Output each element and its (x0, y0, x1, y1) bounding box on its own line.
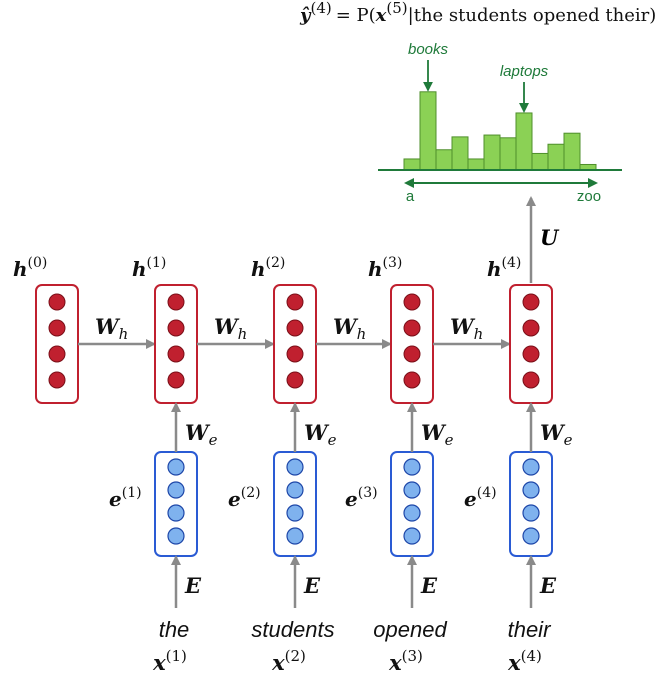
hidden-unit (167, 345, 185, 363)
title-x-symbol: x (375, 5, 387, 26)
title-x-superscript: (5) (386, 0, 407, 17)
hidden-state-label: h(4) (487, 255, 521, 281)
histogram-bar (451, 136, 469, 171)
histogram-annotation-label: books (408, 41, 449, 58)
input-word: opened (373, 617, 447, 642)
input-token-label: x(3) (388, 647, 423, 675)
embedding-unit (167, 504, 185, 522)
vocab-axis-end-label: zoo (577, 188, 601, 205)
hidden-unit (286, 319, 304, 337)
embedding-label: e(4) (464, 485, 497, 511)
embedding-unit (403, 458, 421, 476)
hidden-unit (522, 371, 540, 389)
embedding-unit (286, 504, 304, 522)
hidden-state-label: h(2) (251, 255, 285, 281)
embedding-matrix-label: E (184, 573, 202, 598)
embedding-unit (167, 481, 185, 499)
hidden-unit (403, 319, 421, 337)
vocabulary-histogram: books laptops (403, 41, 597, 171)
hidden-unit (522, 293, 540, 311)
hidden-state-label: h(3) (368, 255, 402, 281)
hidden-unit (48, 293, 66, 311)
input-token-label: x(4) (507, 647, 542, 675)
hidden-unit (167, 371, 185, 389)
histogram-bar (483, 134, 501, 171)
hidden-unit (167, 319, 185, 337)
recurrent-weight-label: Wh (214, 314, 247, 343)
embedding-matrix-label: E (303, 573, 321, 598)
hidden-unit (522, 319, 540, 337)
output-distribution-title: ŷ(4) = P(x(5)|the students opened their) (299, 0, 656, 26)
embedding-weight-label: We (540, 420, 573, 449)
hidden-unit (403, 371, 421, 389)
y-hat-superscript: (4) (310, 0, 331, 17)
hidden-unit (403, 293, 421, 311)
recurrent-weight-label: Wh (95, 314, 128, 343)
embedding-unit (522, 481, 540, 499)
embedding-unit (167, 458, 185, 476)
embedding-unit (522, 504, 540, 522)
embedding-matrix-label: E (539, 573, 557, 598)
recurrent-weight-label: Wh (450, 314, 483, 343)
hidden-unit (403, 345, 421, 363)
embedding-unit (403, 504, 421, 522)
hidden-unit (48, 319, 66, 337)
embedding-matrix-label: E (420, 573, 438, 598)
embedding-unit (403, 527, 421, 545)
hidden-unit (286, 345, 304, 363)
embedding-label: e(1) (109, 485, 142, 511)
input-word: the (159, 617, 190, 642)
hidden-unit (48, 345, 66, 363)
title-condition: |the students opened their) (408, 5, 657, 26)
recurrent-weight-label: Wh (333, 314, 366, 343)
histogram-bar (499, 137, 517, 171)
hidden-unit (522, 345, 540, 363)
input-token-label: x(2) (271, 647, 306, 675)
histogram-bar (419, 91, 437, 171)
histogram-bar (467, 158, 485, 171)
vocab-axis-start-label: a (406, 188, 415, 205)
hidden-unit (286, 371, 304, 389)
embedding-unit (403, 481, 421, 499)
histogram-bar (531, 152, 549, 171)
histogram-bar (403, 158, 421, 171)
hidden-unit (48, 371, 66, 389)
embedding-weight-label: We (421, 420, 454, 449)
input-word: their (508, 617, 552, 642)
title-equals: = P( (336, 5, 376, 26)
u-weight-label: U (540, 225, 560, 250)
y-hat-symbol: ŷ (299, 5, 312, 26)
embedding-weight-label: We (185, 420, 218, 449)
hidden-unit (286, 293, 304, 311)
embedding-weight-label: We (304, 420, 337, 449)
hidden-state-label: h(1) (132, 255, 166, 281)
histogram-annotation-label: laptops (500, 63, 549, 80)
input-token-label: x(1) (152, 647, 187, 675)
embedding-unit (286, 458, 304, 476)
embedding-unit (286, 481, 304, 499)
histogram-bar (515, 112, 533, 171)
embedding-unit (522, 527, 540, 545)
hidden-state-label: h(0) (13, 255, 47, 281)
embedding-label: e(2) (228, 485, 261, 511)
histogram-bar (547, 143, 565, 171)
histogram-bar (435, 149, 453, 171)
input-word: students (251, 617, 334, 642)
embedding-unit (286, 527, 304, 545)
hidden-unit (167, 293, 185, 311)
embedding-unit (522, 458, 540, 476)
embedding-label: e(3) (345, 485, 378, 511)
embedding-unit (167, 527, 185, 545)
histogram-bar (563, 132, 581, 171)
